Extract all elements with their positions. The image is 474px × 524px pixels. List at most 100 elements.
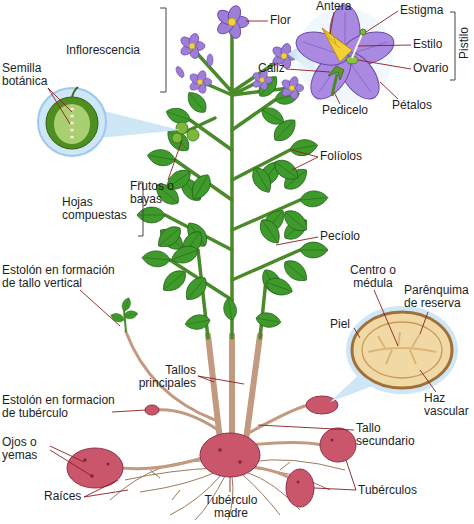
tuber	[145, 405, 159, 415]
leader-line	[358, 45, 411, 46]
tuber-section-zoom	[352, 312, 452, 388]
leader-line	[198, 376, 244, 384]
tuber-section-zoom	[330, 306, 458, 402]
bracket	[450, 12, 455, 80]
sprout	[109, 312, 125, 324]
part-label: Frutos o bayas	[130, 180, 180, 206]
tuber-eye	[218, 448, 222, 452]
tuber-section-zoom	[362, 322, 442, 378]
part-label: Antera	[316, 0, 351, 13]
flower	[215, 4, 249, 40]
leaflet	[137, 207, 165, 223]
seed-zoom	[70, 122, 74, 125]
leader-line	[374, 290, 398, 346]
part-label: Folíolos	[320, 150, 362, 163]
part-label: Inflorescencia	[66, 44, 140, 57]
leaflet	[255, 311, 282, 329]
stolon	[122, 455, 212, 469]
leaflet	[270, 156, 302, 185]
green-stem	[260, 280, 266, 338]
part-label: Pétalos	[392, 99, 432, 112]
leaflet	[258, 104, 287, 129]
part-label: Pecíolo	[320, 230, 360, 243]
seed-zoom	[46, 97, 98, 149]
flower	[207, 54, 213, 66]
seed-zoom	[70, 115, 74, 118]
berry	[187, 129, 199, 141]
tuber	[67, 396, 356, 507]
berry	[172, 122, 199, 143]
leaflet	[153, 222, 185, 252]
seed-zoom	[54, 104, 90, 144]
part-label: Pedicelo	[322, 104, 368, 117]
stolon	[156, 410, 218, 430]
leaflet	[248, 164, 276, 196]
leader-line	[48, 88, 72, 124]
leaflet	[158, 266, 190, 296]
leader-line	[84, 480, 128, 497]
seed-zoom	[38, 88, 106, 156]
main-stem	[208, 335, 260, 440]
flower	[188, 70, 212, 95]
leader-line	[48, 11, 436, 497]
leaflet	[146, 147, 176, 167]
main-stem	[229, 335, 235, 435]
leader-line	[50, 446, 92, 476]
leader-line	[80, 290, 120, 326]
leaflet	[222, 297, 238, 321]
stolon	[245, 405, 308, 435]
part-label: Flor	[270, 14, 291, 27]
leader-line	[330, 12, 334, 34]
leaflet	[299, 190, 328, 208]
part-label: Raíces	[44, 490, 81, 503]
leader-line	[420, 370, 436, 392]
tuber-eye	[238, 460, 242, 464]
flower-zoom	[292, 5, 398, 106]
part-label: Estolón en formación de tallo vertical	[2, 264, 128, 290]
leader-line	[420, 312, 428, 334]
part-label: Pistilo	[458, 27, 471, 59]
part-label: Parênquima de reserva	[404, 284, 474, 310]
leader-line	[230, 477, 231, 492]
part-label: Haz vascular	[424, 392, 474, 418]
leaflet	[184, 313, 211, 331]
tuber	[306, 396, 338, 414]
part-label: Tallo secundario	[356, 422, 432, 448]
part-label: Semilla botánica	[2, 62, 64, 88]
tuber	[200, 433, 260, 477]
tuber	[286, 469, 314, 507]
flower-zoom	[303, 12, 387, 92]
part-label: Centro o médula	[342, 264, 404, 290]
berry	[172, 133, 182, 143]
tuber-eye	[83, 439, 333, 484]
leaflet	[183, 88, 210, 116]
leaflet	[181, 273, 211, 305]
part-label: Estigma	[400, 4, 443, 17]
part-label: Tubérculo madre	[196, 494, 266, 520]
bracket	[138, 8, 455, 236]
leader-line	[380, 82, 398, 99]
leaflet	[300, 242, 328, 258]
flower	[174, 4, 303, 100]
seed-zoom	[72, 87, 78, 97]
leaflet	[263, 275, 295, 299]
leader-line	[314, 460, 356, 490]
leader-line	[168, 140, 182, 180]
main-stem	[208, 335, 220, 440]
seed-zoom	[70, 136, 74, 139]
part-label: Piel	[330, 318, 350, 331]
tuber-eye	[107, 463, 110, 466]
seed-zoom	[100, 110, 180, 138]
flower	[280, 76, 304, 101]
leader-line	[366, 11, 398, 32]
part-label: Hojas compuestas	[62, 196, 136, 222]
seed-zoom	[70, 129, 74, 132]
leader-line	[258, 425, 354, 430]
leaflet	[137, 72, 329, 331]
leaflet	[141, 250, 170, 268]
sprout	[109, 296, 138, 332]
part-label: Estilo	[413, 38, 442, 51]
seed-zoom	[70, 108, 74, 139]
